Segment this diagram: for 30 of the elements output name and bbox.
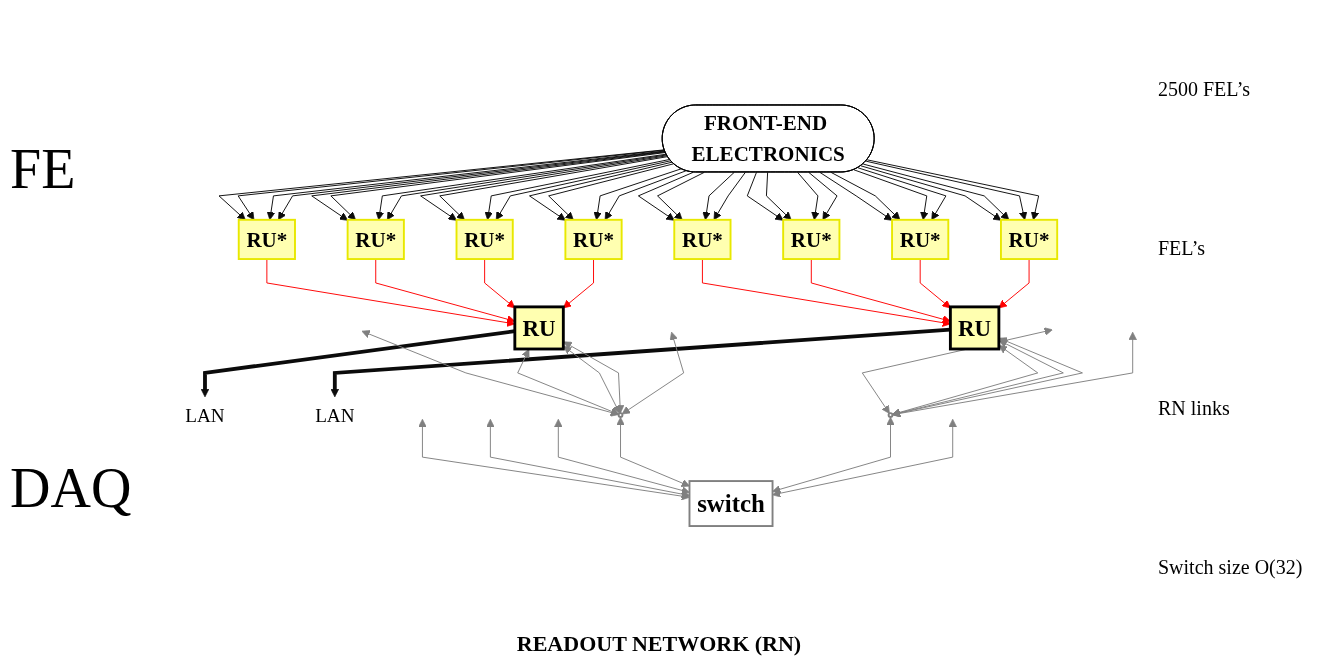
process-box: RU* bbox=[237, 218, 296, 260]
double-arrow bbox=[418, 418, 690, 501]
process-box: RU bbox=[513, 305, 565, 351]
side-label: RN links bbox=[1158, 396, 1231, 420]
double-arrow bbox=[772, 416, 895, 494]
double-arrow bbox=[486, 418, 690, 499]
process-box: RU* bbox=[346, 218, 405, 260]
double-arrow bbox=[616, 416, 690, 488]
process-box: RU* bbox=[782, 218, 841, 260]
process-box: switch bbox=[688, 480, 774, 527]
side-label: Switch size O(32) bbox=[1158, 555, 1304, 579]
network-ellipse bbox=[617, 412, 624, 418]
network-ellipse bbox=[887, 412, 894, 418]
node-label: LAN bbox=[185, 404, 225, 426]
process-box: RU* bbox=[673, 218, 732, 260]
process-box: RU* bbox=[455, 218, 514, 260]
double-arrow bbox=[772, 418, 957, 498]
process-box: RU bbox=[948, 305, 1001, 351]
double-arrow bbox=[554, 418, 690, 495]
side-label: FE bbox=[10, 137, 77, 202]
process-box: RU* bbox=[564, 218, 623, 260]
side-label: DAQ bbox=[10, 455, 133, 520]
process-box: RU* bbox=[891, 218, 950, 260]
arrow bbox=[330, 327, 951, 398]
side-label: FEL’s bbox=[1158, 237, 1207, 261]
terminal-box: FRONT-END ELECTRONICS bbox=[661, 104, 875, 173]
process-box: RU* bbox=[1000, 218, 1059, 260]
side-label: 2500 FEL’s bbox=[1158, 78, 1252, 102]
node-label: LAN bbox=[315, 404, 355, 426]
network-label: READOUT NETWORK (RN) bbox=[516, 631, 802, 657]
